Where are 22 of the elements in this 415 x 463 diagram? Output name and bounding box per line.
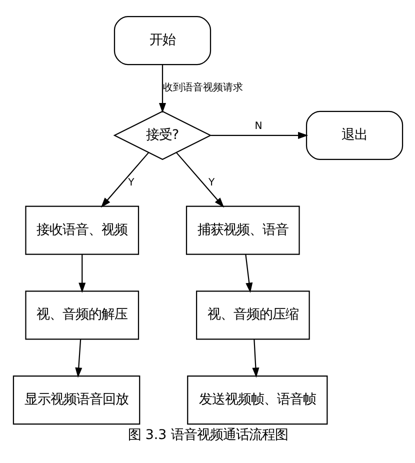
caption: 图 3.3 语音视频通话流程图 [128, 428, 288, 443]
node-box: 接收语音、视频 [24, 205, 139, 254]
arrow [78, 254, 86, 292]
node-box: 视、音频的解压 [24, 290, 139, 340]
arrow [100, 152, 148, 208]
arrow [252, 338, 259, 378]
node-box: 捕获视频、语音 [185, 205, 300, 254]
edge-label: Y [128, 176, 134, 188]
node-diamond: 接受? [112, 110, 212, 160]
edge-label: 收到语音视频请求 [162, 82, 243, 93]
edge-label: Y [208, 176, 214, 188]
node-box: 发送视频帧、语音帧 [186, 374, 328, 424]
arrow [210, 131, 308, 138]
arrow [176, 152, 224, 208]
node-box: 视、音频的压缩 [196, 290, 310, 340]
arrow [74, 338, 82, 378]
arrow [244, 254, 252, 292]
arrow [158, 64, 166, 113]
edge-label: N [254, 120, 262, 132]
node-box: 开始 [113, 15, 211, 65]
node-box: 退出 [305, 110, 403, 160]
node-box: 显示视频语音回放 [12, 374, 140, 424]
